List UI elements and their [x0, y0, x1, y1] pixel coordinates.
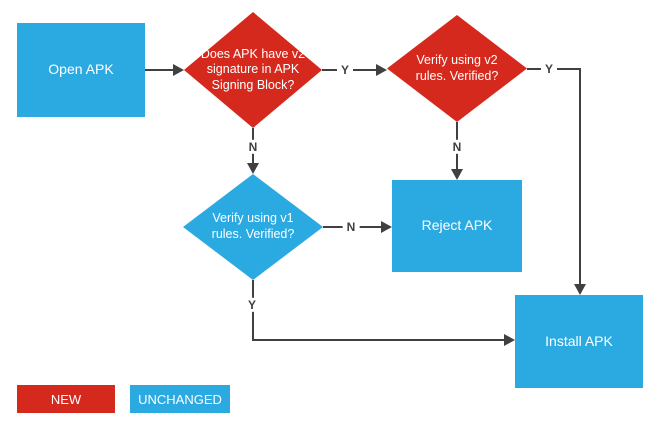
arrowhead-right-icon	[381, 221, 392, 233]
node-verify-v1-decision: Verify using v1 rules. Verified?	[183, 174, 323, 280]
node-reject-apk: Reject APK	[392, 180, 522, 272]
legend-chip-unchanged: UNCHANGED	[130, 385, 230, 413]
arrowhead-down-icon	[247, 163, 259, 174]
legend-chip-new: NEW	[17, 385, 115, 413]
arrowhead-down-icon	[451, 169, 463, 180]
legend-unchanged-label: UNCHANGED	[138, 391, 222, 407]
edge-label-yes: Y	[540, 61, 558, 77]
edge-label-yes: Y	[243, 297, 261, 313]
edge-label-no: N	[342, 219, 360, 235]
arrowhead-right-icon	[173, 64, 184, 76]
node-install-apk: Install APK	[515, 295, 643, 388]
edge-open-to-hasv2-line	[145, 69, 176, 71]
edge-verifyv2-to-install-line-vertical	[579, 68, 581, 285]
edge-label-yes: Y	[336, 62, 354, 78]
node-open-apk: Open APK	[17, 23, 145, 117]
edge-verifyv1-to-install-line-horizontal	[252, 339, 505, 341]
node-reject-apk-label: Reject APK	[421, 217, 493, 234]
arrowhead-down-icon	[574, 284, 586, 295]
arrowhead-right-icon	[504, 334, 515, 346]
node-verify-v2-label: Verify using v2 rules. Verified?	[415, 52, 499, 83]
edge-label-no: N	[244, 139, 262, 155]
node-open-apk-label: Open APK	[48, 61, 114, 78]
node-install-apk-label: Install APK	[545, 332, 613, 349]
node-verify-v1-label: Verify using v1 rules. Verified?	[211, 211, 295, 241]
edge-label-no: N	[448, 139, 466, 155]
legend-new-label: NEW	[50, 391, 82, 407]
arrowhead-right-icon	[376, 64, 387, 76]
node-verify-v2-decision: Verify using v2 rules. Verified?	[387, 15, 527, 122]
node-has-v2-signature-decision: Does APK have v2 signature in APK Signin…	[184, 12, 322, 128]
node-has-v2-signature-label: Does APK have v2 signature in APK Signin…	[200, 46, 306, 92]
